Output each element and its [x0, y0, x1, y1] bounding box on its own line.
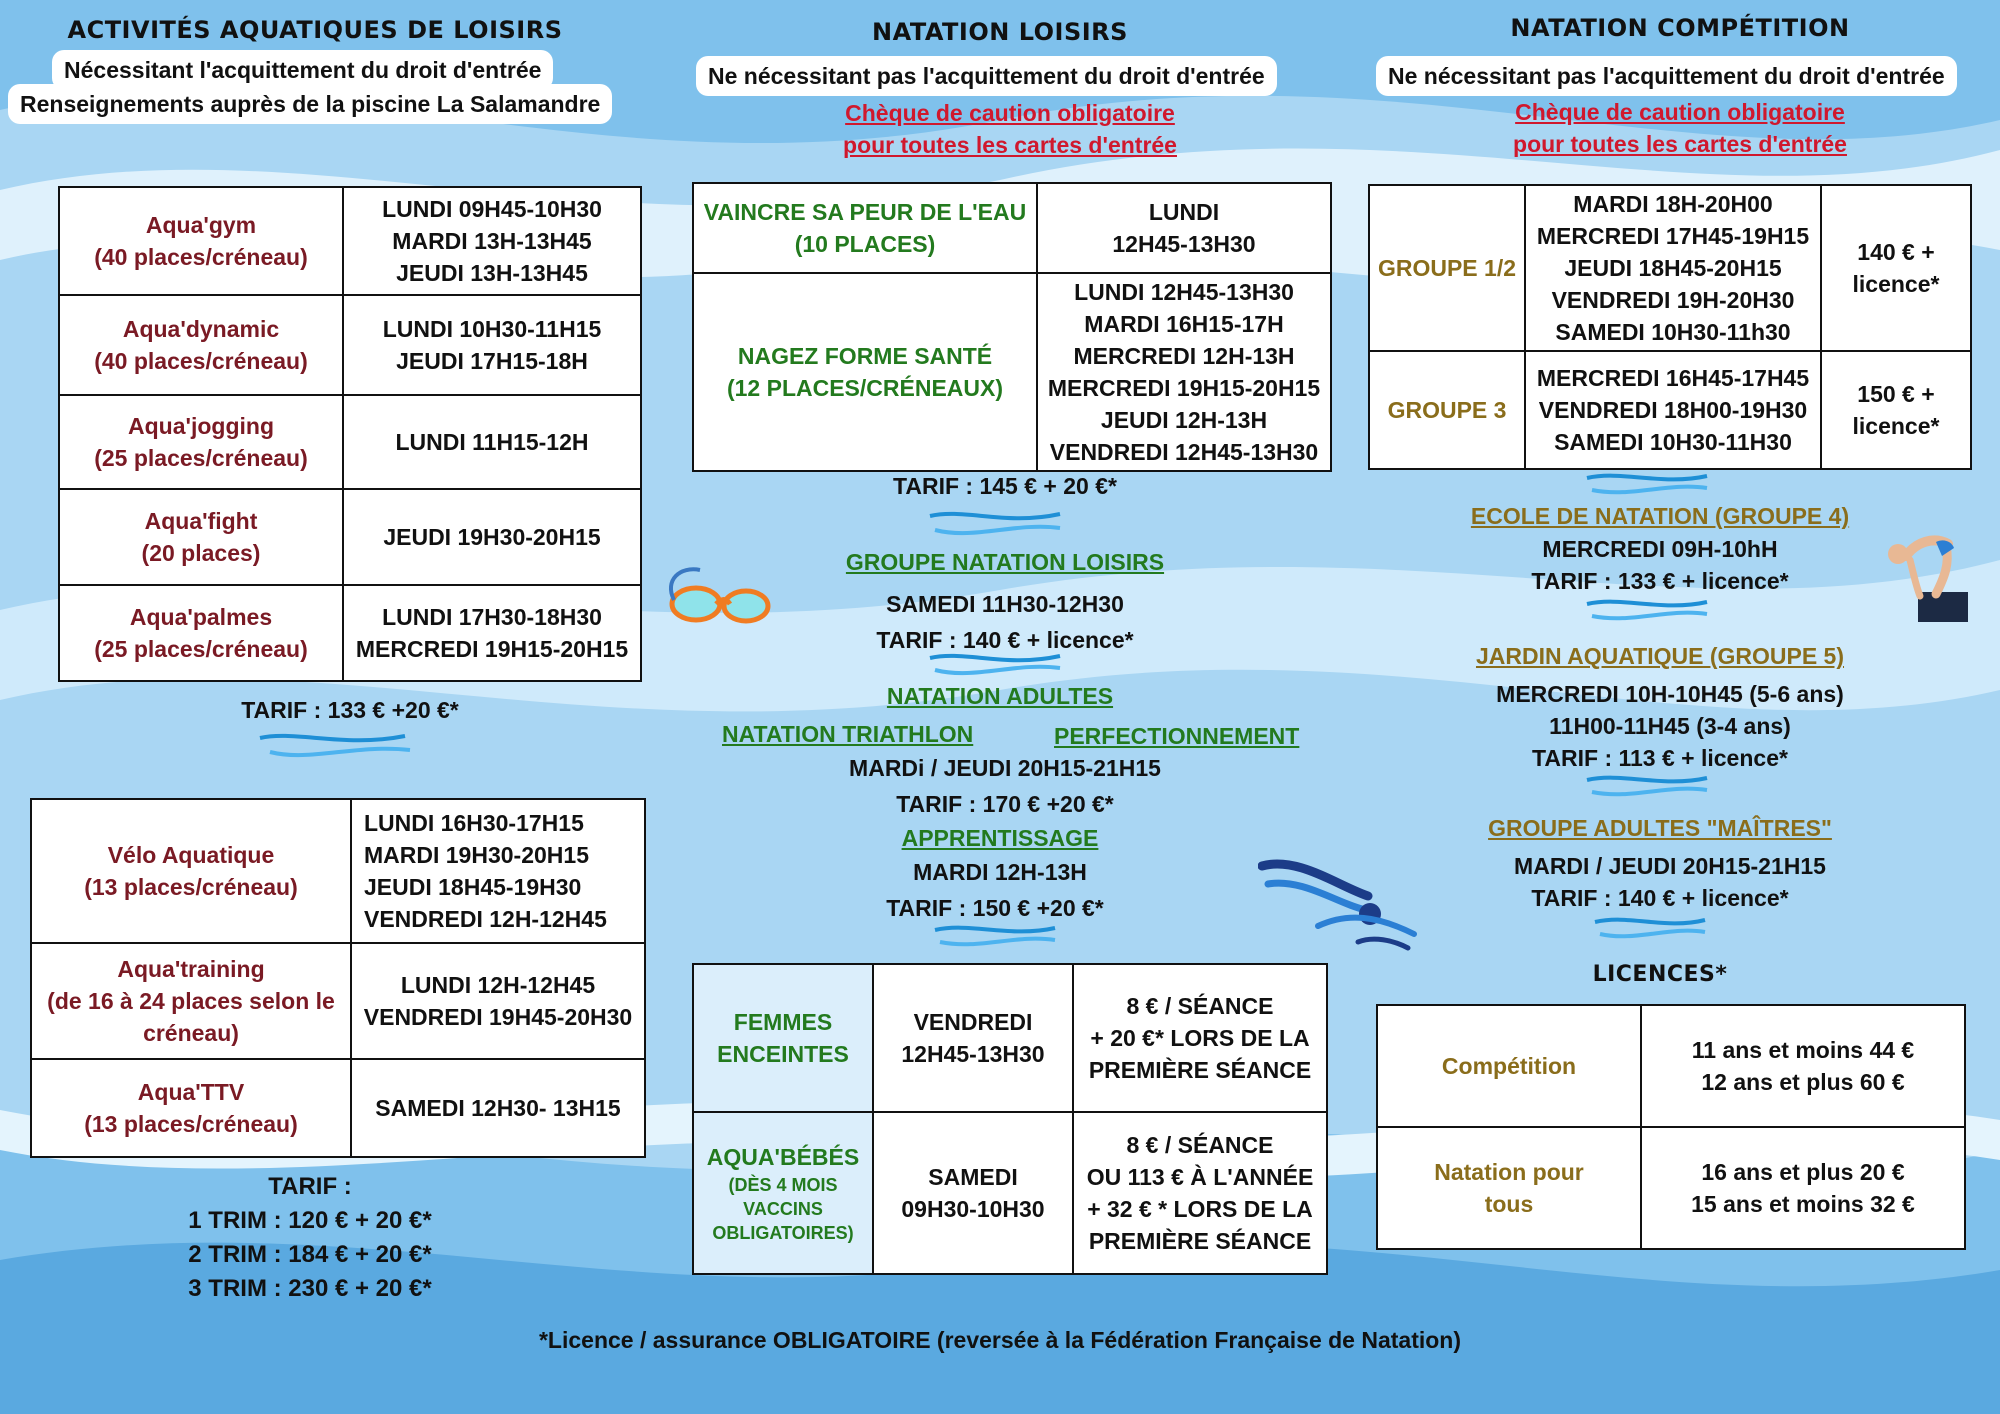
- natation-adultes-title: NATATION ADULTES: [886, 683, 1114, 709]
- licence-type-cell: Compétition: [1376, 1004, 1642, 1128]
- groupe-loisirs-tarif: TARIF : 140 € + licence*: [876, 627, 1134, 653]
- licences-table: Compétition 11 ans et moins 44 €12 ans e…: [1376, 1004, 1966, 1250]
- footer-note: *Licence / assurance OBLIGATOIRE (revers…: [538, 1327, 1462, 1353]
- wave-divider-icon: [1586, 599, 1708, 621]
- col2-loisirs-table: VAINCRE SA PEUR DE L'EAU(10 PLACES) LUND…: [692, 182, 1332, 472]
- apprentissage-time: MARDI 12H-13H: [913, 859, 1087, 885]
- activity-name-cell: Aqua'dynamic(40 places/créneau): [58, 294, 344, 396]
- group-name-cell: GROUPE 1/2: [1368, 184, 1526, 352]
- jardin-time-1: MERCREDI 10H-10H45 (5-6 ans): [1496, 681, 1844, 707]
- licences-title: LICENCES*: [1592, 962, 1728, 987]
- diver-icon: [1888, 535, 1968, 622]
- col1-activity-table: Aqua'gym(40 places/créneau) LUNDI 09H45-…: [58, 186, 642, 682]
- activity-name-cell: Aqua'jogging(25 places/créneau): [58, 394, 344, 490]
- col2-heading: NATATION LOISIRS: [872, 18, 1128, 46]
- loisirs-name-cell: NAGEZ FORME SANTÉ(12 PLACES/CRÉNEAUX): [692, 272, 1038, 472]
- activity-name-cell: Aqua'gym(40 places/créneau): [58, 186, 344, 296]
- group-price-cell: 150 € +licence*: [1820, 350, 1972, 470]
- activity-name-cell: Aqua'palmes(25 places/créneau): [58, 584, 344, 682]
- wave-divider-icon: [929, 511, 1061, 536]
- licence-price-cell: 16 ans et plus 20 €15 ans et moins 32 €: [1640, 1126, 1966, 1250]
- col1-note-entry: Nécessitant l'acquittement du droit d'en…: [52, 50, 554, 90]
- maitres-title: GROUPE ADULTES "MAÎTRES": [1488, 815, 1832, 841]
- natation-adultes-tarif: TARIF : 170 € +20 €*: [896, 791, 1114, 817]
- natation-adultes-time: MARDi / JEUDI 20H15-21H15: [849, 755, 1161, 781]
- activity-times-cell: LUNDI 11H15-12H: [342, 394, 642, 490]
- col2-caution-1: Chèque de caution obligatoire: [845, 100, 1175, 126]
- col2-note: Ne nécessitant pas l'acquittement du dro…: [696, 56, 1277, 96]
- ecole-title: ECOLE DE NATATION (GROUPE 4): [1470, 503, 1850, 529]
- jardin-title: JARDIN AQUATIQUE (GROUPE 5): [1475, 643, 1845, 669]
- apprentissage-tarif: TARIF : 150 € +20 €*: [886, 895, 1104, 921]
- goggles-icon: [668, 567, 771, 624]
- apprentissage-title: APPRENTISSAGE: [901, 825, 1099, 851]
- col1-trim-tarifs: TARIF : 1 TRIM : 120 € + 20 €* 2 TRIM : …: [188, 1173, 432, 1302]
- col2-caution-2: pour toutes les cartes d'entrée: [843, 132, 1177, 158]
- col1-heading: ACTIVITÉS AQUATIQUES DE LOISIRS: [67, 16, 563, 44]
- activity-name-cell: Aqua'training(de 16 à 24 places selon le…: [30, 942, 352, 1060]
- col1-activity-table-2: Vélo Aquatique(13 places/créneau) LUNDI …: [30, 798, 646, 1158]
- wave-divider-icon: [1586, 775, 1708, 797]
- groupe-loisirs-time: SAMEDI 11H30-12H30: [886, 591, 1124, 617]
- activity-name-cell: Aqua'TTV(13 places/créneau): [30, 1058, 352, 1158]
- licence-price-cell: 11 ans et moins 44 €12 ans et plus 60 €: [1640, 1004, 1966, 1128]
- col2-tarif: TARIF : 145 € + 20 €*: [893, 473, 1117, 499]
- maitres-tarif: TARIF : 140 € + licence*: [1531, 885, 1789, 911]
- jardin-tarif: TARIF : 113 € + licence*: [1532, 745, 1788, 771]
- groupe-loisirs-title: GROUPE NATATION LOISIRS: [845, 549, 1165, 575]
- col3-note: Ne nécessitant pas l'acquittement du dro…: [1376, 56, 1957, 96]
- group-price-cell: 140 € +licence*: [1820, 184, 1972, 352]
- ecole-time: MERCREDI 09H-10hH: [1542, 536, 1778, 562]
- triathlon-label: NATATION TRIATHLON: [722, 721, 974, 747]
- activity-times-cell: JEUDI 19H30-20H15: [342, 488, 642, 586]
- col1-note-info: Renseignements auprès de la piscine La S…: [8, 84, 613, 124]
- wave-divider-icon: [929, 653, 1061, 676]
- activity-times-cell: SAMEDI 12H30- 13H15: [350, 1058, 646, 1158]
- wave-divider-icon: [1594, 917, 1706, 939]
- wave-divider-icon: [934, 925, 1056, 947]
- group-name-cell: GROUPE 3: [1368, 350, 1526, 470]
- col1-tarif: TARIF : 133 € +20 €*: [241, 697, 459, 723]
- col3-caution-2: pour toutes les cartes d'entrée: [1513, 131, 1847, 157]
- activity-name-cell: Aqua'fight(20 places): [58, 488, 344, 586]
- loisirs-name-cell: VAINCRE SA PEUR DE L'EAU(10 PLACES): [692, 182, 1038, 274]
- ecole-tarif: TARIF : 133 € + licence*: [1531, 568, 1789, 594]
- activity-name-cell: Vélo Aquatique(13 places/créneau): [30, 798, 352, 944]
- jardin-time-2: 11H00-11H45 (3-4 ans): [1549, 713, 1791, 739]
- maitres-time: MARDI / JEUDI 20H15-21H15: [1514, 853, 1826, 879]
- perfectionnement-label: PERFECTIONNEMENT: [1054, 723, 1300, 749]
- col3-caution-1: Chèque de caution obligatoire: [1515, 99, 1845, 125]
- swimmer-icon: [1258, 859, 1417, 951]
- wave-divider-icon: [259, 733, 411, 758]
- col3-heading: NATATION COMPÉTITION: [1510, 14, 1850, 42]
- wave-divider-icon: [1586, 473, 1708, 495]
